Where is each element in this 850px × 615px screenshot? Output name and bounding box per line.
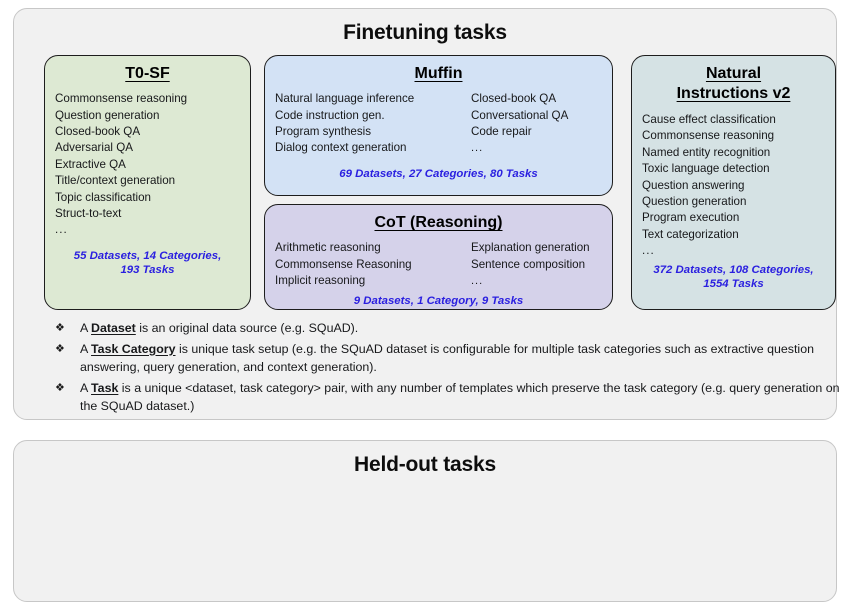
task-item: Cause effect classification xyxy=(642,113,776,126)
task-card-title-cot: CoT (Reasoning) xyxy=(374,214,503,231)
task-card-stat-line1: 9 Datasets, 1 Category, 9 Tasks xyxy=(353,295,524,308)
task-item: Named entity recognition xyxy=(642,145,771,159)
task-item: Text categorization xyxy=(642,227,739,241)
task-card-title-muffin: Muffin xyxy=(414,65,463,82)
definition-text: A Task is a unique <dataset, task catego… xyxy=(80,380,840,414)
definition-item: ❖ A Task Category is unique task setup (… xyxy=(50,340,840,377)
task-item-list-t0sf: Commonsense reasoning Question generatio… xyxy=(55,91,240,239)
task-item: Code instruction gen. xyxy=(275,108,385,122)
task-item-ellipsis: ... xyxy=(471,142,484,155)
diamond-bullet-icon: ❖ xyxy=(55,322,65,334)
task-card-title-line2: Instructions v2 xyxy=(676,85,791,102)
task-card-stat-line2: 193 Tasks xyxy=(120,263,175,276)
task-item: Toxic language detection xyxy=(642,162,770,176)
task-item: Commonsense reasoning xyxy=(642,129,775,143)
finetuning-tasks-panel: Finetuning tasks T0-SF Commonsense reaso… xyxy=(13,8,840,420)
task-card-cot: CoT (Reasoning) Arithmetic reasoning Com… xyxy=(264,204,613,310)
task-card-stat-line1: 69 Datasets, 27 Categories, 80 Tasks xyxy=(339,167,538,180)
definition-item: ❖ A Dataset is an original data source (… xyxy=(50,319,840,338)
task-item: Implicit reasoning xyxy=(275,274,366,287)
task-item: Question generation xyxy=(642,195,747,209)
definition-text: A Dataset is an original data source (e.… xyxy=(80,321,359,335)
task-item: Commonsense reasoning xyxy=(55,92,188,106)
task-card-title-t0sf: T0-SF xyxy=(125,65,170,82)
held-out-tasks-panel: Held-out tasks MMLU Abstract algebra Col… xyxy=(13,440,837,602)
task-item: Dialog context generation xyxy=(275,141,407,155)
task-card-stat-line2: 1554 Tasks xyxy=(703,277,764,290)
heldout-panel-title: Held-out tasks xyxy=(354,453,496,476)
task-item: Closed-book QA xyxy=(55,125,141,138)
task-card-title-natural-instructions-v2: Natural Instructions v2 xyxy=(642,64,825,104)
task-item-ellipsis: ... xyxy=(642,244,655,258)
finetuning-panel-title: Finetuning tasks xyxy=(343,21,507,44)
task-item: Sentence composition xyxy=(471,257,586,271)
task-card-stat-line1: 372 Datasets, 108 Categories, xyxy=(653,263,814,276)
task-item: Adversarial QA xyxy=(55,141,133,155)
task-card-stat-line1: 55 Datasets, 14 Categories, xyxy=(73,249,222,262)
task-item-ellipsis: ... xyxy=(55,223,68,237)
definition-item: ❖ A Task is a unique <dataset, task cate… xyxy=(50,379,840,416)
task-card-natural-instructions-v2: Natural Instructions v2 Cause effect cla… xyxy=(631,55,836,310)
task-item: Code repair xyxy=(471,125,532,138)
task-item: Question answering xyxy=(642,178,745,192)
diamond-bullet-icon: ❖ xyxy=(55,342,65,355)
definition-text: A Task Category is unique task setup (e.… xyxy=(80,341,814,375)
task-item: Question generation xyxy=(55,108,160,122)
diamond-bullet-icon: ❖ xyxy=(55,381,65,394)
task-item: Program execution xyxy=(642,211,740,225)
task-card-muffin: Muffin Natural language inference Code i… xyxy=(264,55,613,196)
task-item: Conversational QA xyxy=(471,108,569,122)
task-item-list-natural-instructions-v2: Cause effect classification Commonsense … xyxy=(642,112,825,260)
task-item: Title/context generation xyxy=(55,174,176,188)
task-item-list-cot: Arithmetic reasoning Commonsense Reasoni… xyxy=(275,240,602,289)
task-item: Closed-book QA xyxy=(471,92,557,106)
task-item: Struct-to-text xyxy=(55,207,122,221)
definitions-list: ❖ A Dataset is an original data source (… xyxy=(50,319,840,418)
task-item: Topic classification xyxy=(55,190,152,204)
task-item: Commonsense Reasoning xyxy=(275,257,412,271)
task-item: Explanation generation xyxy=(471,241,590,255)
task-item: Program synthesis xyxy=(275,125,372,138)
task-card-t0sf: T0-SF Commonsense reasoning Question gen… xyxy=(44,55,251,310)
task-item: Natural language inference xyxy=(275,92,415,106)
task-card-title-line1: Natural xyxy=(705,65,762,82)
task-item: Extractive QA xyxy=(55,157,126,171)
task-item-list-muffin: Natural language inference Code instruct… xyxy=(275,91,602,157)
task-item-ellipsis: ... xyxy=(471,275,484,287)
task-item: Arithmetic reasoning xyxy=(275,241,381,255)
